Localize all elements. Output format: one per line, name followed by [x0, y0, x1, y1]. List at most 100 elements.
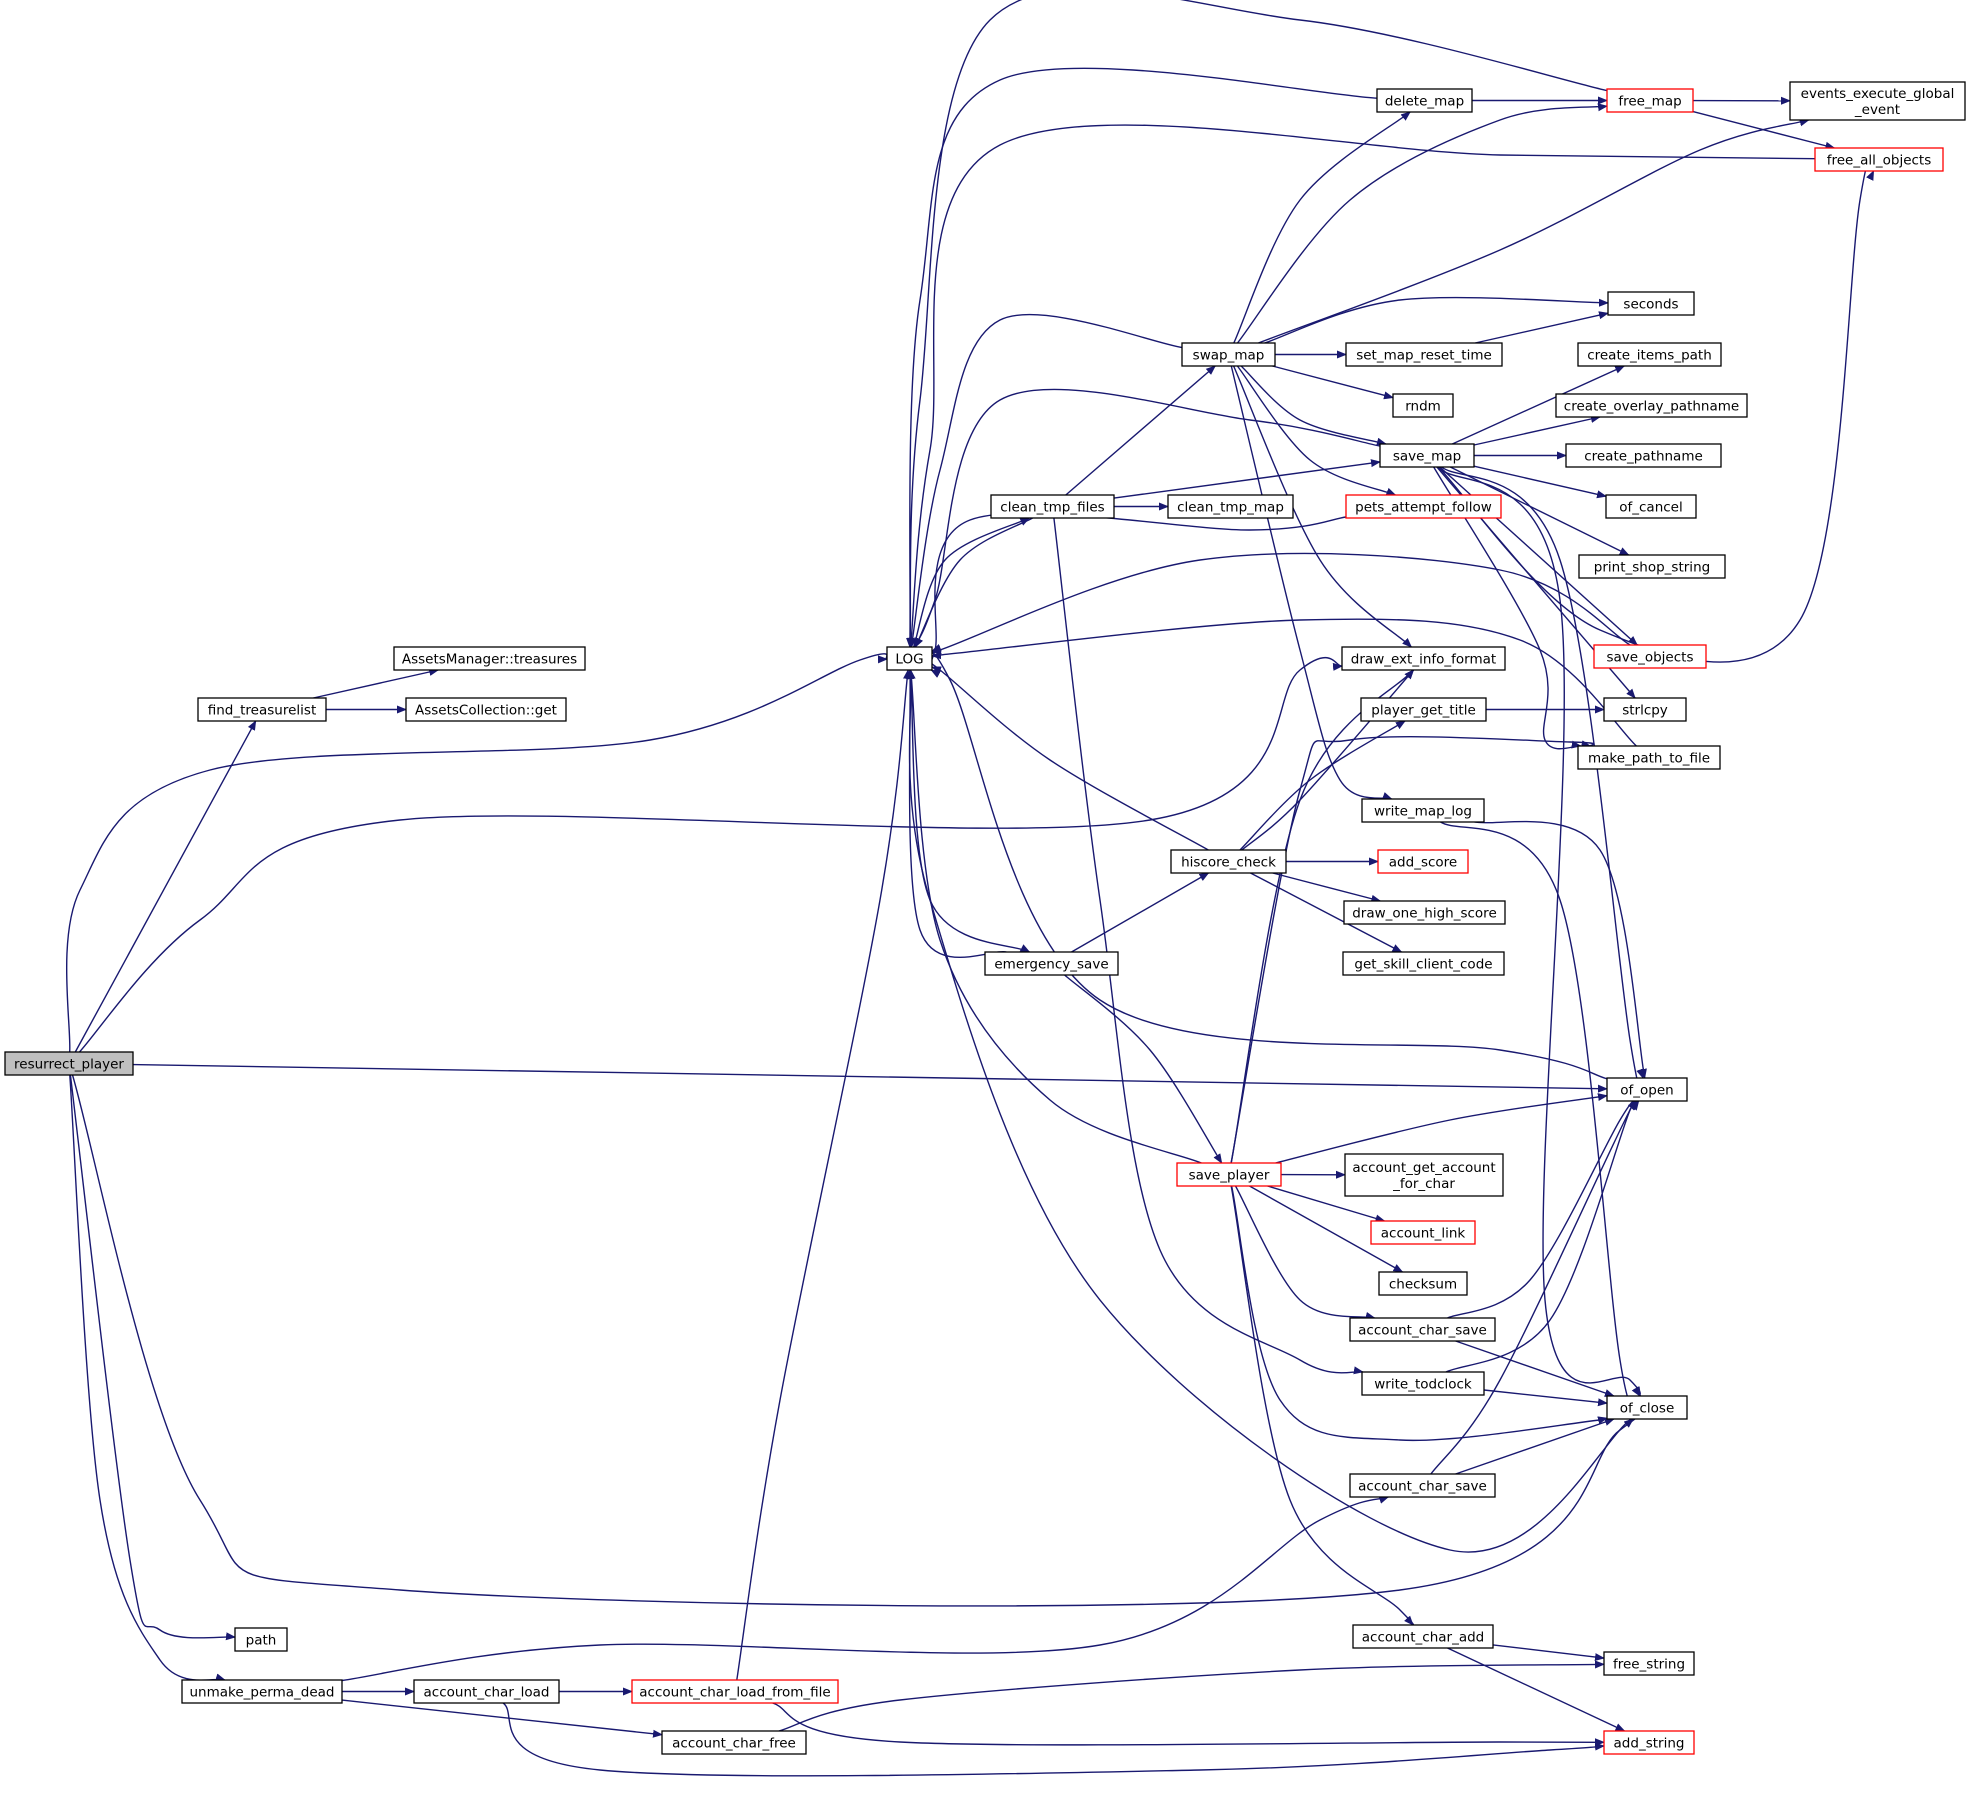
node-events_execute_global_event[interactable]: events_execute_global_event: [1789, 81, 1966, 121]
node-assetsmanager_treasures[interactable]: AssetsManager::treasures: [393, 646, 586, 671]
node-checksum[interactable]: checksum: [1378, 1271, 1468, 1296]
node-draw_one_high_score[interactable]: draw_one_high_score: [1343, 900, 1506, 925]
node-save_objects[interactable]: save_objects: [1593, 644, 1707, 669]
node-box: [631, 1679, 839, 1704]
edge-clean_tmp_files-to-save_map: [1113, 459, 1381, 499]
edge-account_char_load_from_file-to-log: [736, 669, 911, 1681]
node-resurrect_player[interactable]: resurrect_player: [4, 1051, 134, 1076]
node-create_pathname[interactable]: create_pathname: [1565, 443, 1722, 468]
edge-clean_tmp_files-to-log: [914, 517, 1033, 648]
node-player_get_title[interactable]: player_get_title: [1360, 697, 1487, 722]
node-label: rndm: [1405, 399, 1441, 415]
node-write_todclock[interactable]: write_todclock: [1361, 1371, 1485, 1396]
node-box: [1789, 81, 1966, 121]
node-free_all_objects[interactable]: free_all_objects: [1814, 147, 1944, 172]
edge-line: [772, 1702, 1605, 1747]
node-swap_map[interactable]: swap_map: [1181, 342, 1276, 367]
node-box: [413, 1679, 560, 1704]
node-add_string[interactable]: add_string: [1603, 1730, 1695, 1755]
edge-line: [1071, 872, 1210, 953]
node-pets_attempt_follow[interactable]: pets_attempt_follow: [1345, 494, 1502, 519]
node-print_shop_string[interactable]: print_shop_string: [1578, 554, 1726, 579]
node-path[interactable]: path: [234, 1627, 288, 1652]
edge-save_player-to-account_char_save_1: [1234, 1185, 1376, 1320]
edge-line: [1233, 111, 1411, 344]
node-of_open[interactable]: of_open: [1606, 1077, 1688, 1102]
edge-line: [1240, 365, 1387, 446]
node-set_map_reset_time[interactable]: set_map_reset_time: [1345, 342, 1503, 367]
node-unmake_perma_dead[interactable]: unmake_perma_dead: [181, 1679, 343, 1704]
node-free_string[interactable]: free_string: [1603, 1651, 1695, 1676]
node-emergency_save[interactable]: emergency_save: [984, 951, 1119, 976]
edge-line: [1272, 365, 1394, 400]
edge-line: [74, 720, 257, 1053]
node-account_char_load[interactable]: account_char_load: [413, 1679, 560, 1704]
node-box: [1603, 1730, 1695, 1755]
node-account_char_add[interactable]: account_char_add: [1352, 1624, 1494, 1649]
node-account_char_save_1[interactable]: account_char_save: [1349, 1317, 1496, 1342]
node-box: [393, 646, 586, 671]
node-box: [1176, 1162, 1282, 1187]
node-account_get_account_for_char[interactable]: account_get_account_for_char: [1344, 1153, 1504, 1197]
node-clean_tmp_map[interactable]: clean_tmp_map: [1167, 494, 1294, 519]
node-box: [1577, 342, 1722, 367]
node-rndm[interactable]: rndm: [1392, 393, 1454, 418]
edge-swap_map-to-free_map: [1236, 103, 1608, 344]
node-account_char_save_2[interactable]: account_char_save: [1349, 1473, 1496, 1498]
edge-line: [341, 1699, 663, 1738]
node-draw_ext_info_format[interactable]: draw_ext_info_format: [1341, 646, 1506, 671]
edge-hiscore_check-to-draw_one_high_score: [1272, 872, 1382, 903]
edge-account_char_free-to-free_string: [778, 1660, 1605, 1732]
node-create_overlay_pathname[interactable]: create_overlay_pathname: [1555, 393, 1748, 418]
node-delete_map[interactable]: delete_map: [1376, 88, 1473, 113]
edge-line: [1492, 1644, 1605, 1662]
node-box: [1577, 745, 1721, 770]
edge-swap_map-to-pets_attempt_follow: [1236, 365, 1397, 496]
edge-write_map_log-to-of_open: [1474, 820, 1647, 1079]
node-label: account_char_save: [1358, 1323, 1487, 1339]
node-add_score[interactable]: add_score: [1377, 849, 1469, 874]
node-make_path_to_file[interactable]: make_path_to_file: [1577, 745, 1721, 770]
node-assetscollection_get[interactable]: AssetsCollection::get: [405, 697, 567, 722]
node-label: create_overlay_pathname: [1564, 399, 1739, 415]
node-of_close[interactable]: of_close: [1606, 1395, 1688, 1420]
node-log[interactable]: LOG: [886, 646, 933, 671]
node-save_player[interactable]: save_player: [1176, 1162, 1282, 1187]
edge-save_map-to-of_close: [1437, 466, 1641, 1397]
edge-of_open-to-log: [930, 652, 1608, 1080]
node-free_map[interactable]: free_map: [1606, 88, 1694, 113]
node-label: account_char_load: [424, 1685, 550, 1701]
node-save_map[interactable]: save_map: [1379, 443, 1475, 468]
node-box: [1342, 951, 1505, 976]
edge-hiscore_check-to-get_skill_client_code: [1250, 872, 1403, 953]
node-get_skill_client_code[interactable]: get_skill_client_code: [1342, 951, 1505, 976]
node-account_link[interactable]: account_link: [1370, 1220, 1476, 1245]
node-find_treasurelist[interactable]: find_treasurelist: [197, 697, 327, 722]
node-label: pets_attempt_follow: [1355, 500, 1492, 516]
edge-line: [1272, 872, 1382, 903]
node-strlcpy[interactable]: strlcpy: [1603, 697, 1687, 722]
edge-swap_map-to-save_map: [1240, 365, 1387, 446]
node-account_char_free[interactable]: account_char_free: [661, 1730, 807, 1755]
node-seconds[interactable]: seconds: [1607, 291, 1695, 316]
node-create_items_path[interactable]: create_items_path: [1577, 342, 1722, 367]
edge-line: [914, 517, 1033, 648]
node-box: [1377, 849, 1469, 874]
node-box: [197, 697, 327, 722]
node-clean_tmp_files[interactable]: clean_tmp_files: [990, 494, 1115, 519]
edge-free_map-to-log: [906, 0, 1608, 648]
node-account_char_load_from_file[interactable]: account_char_load_from_file: [631, 1679, 839, 1704]
node-box: [1345, 342, 1503, 367]
node-write_map_log[interactable]: write_map_log: [1361, 798, 1485, 823]
edge-log-to-emergency_save: [909, 669, 1031, 953]
edge-swap_map-to-log: [908, 313, 1183, 648]
node-of_cancel[interactable]: of_cancel: [1605, 494, 1697, 519]
node-box: [1565, 443, 1722, 468]
edge-resurrect_player-to-of_close: [71, 1074, 1642, 1607]
edge-save_player-to-checksum: [1249, 1185, 1404, 1273]
node-box: [1170, 849, 1287, 874]
edge-line: [1249, 1185, 1404, 1273]
node-hiscore_check[interactable]: hiscore_check: [1170, 849, 1287, 874]
node-box: [1360, 697, 1487, 722]
edge-line: [736, 669, 911, 1681]
